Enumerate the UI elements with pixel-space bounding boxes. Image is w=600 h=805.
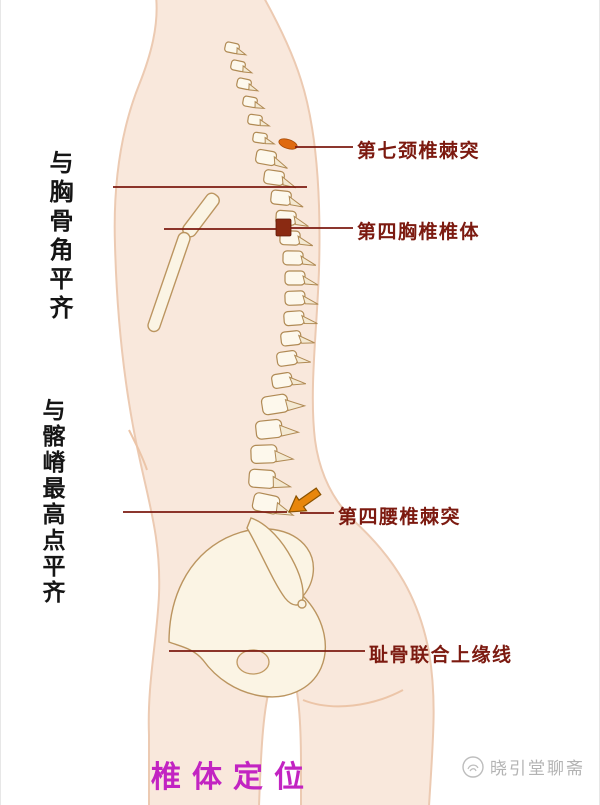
thoracic-spine [255, 148, 319, 389]
watermark-logo-icon [462, 755, 484, 778]
buttock-crease [302, 689, 404, 708]
abdomen-crease [128, 429, 148, 471]
cervical-spine [224, 41, 276, 145]
label-pubic-symphysis: 耻骨联合上缘线 [369, 645, 513, 666]
label-c7-spinous: 第七颈椎棘突 [357, 141, 481, 162]
label-t4-body: 第四胸椎椎体 [357, 222, 481, 243]
label-l4-spinous: 第四腰椎棘突 [338, 507, 462, 528]
figure-title: 椎体定位 [151, 761, 315, 794]
coccyx-bone [297, 599, 307, 609]
l4-arrow-icon [288, 487, 322, 513]
watermark-text: 晓引堂聊斋 [490, 759, 585, 778]
watermark: 晓引堂聊斋 [461, 754, 585, 779]
obturator-foramen [236, 649, 270, 675]
sternum-body [147, 231, 191, 333]
sacrum-bone [246, 517, 304, 606]
label-iliac-crest-level: 与髂嵴最高点平齐 [39, 398, 65, 606]
label-sternal-angle-level: 与胸骨角平齐 [45, 150, 72, 324]
t4-marker [275, 218, 292, 237]
